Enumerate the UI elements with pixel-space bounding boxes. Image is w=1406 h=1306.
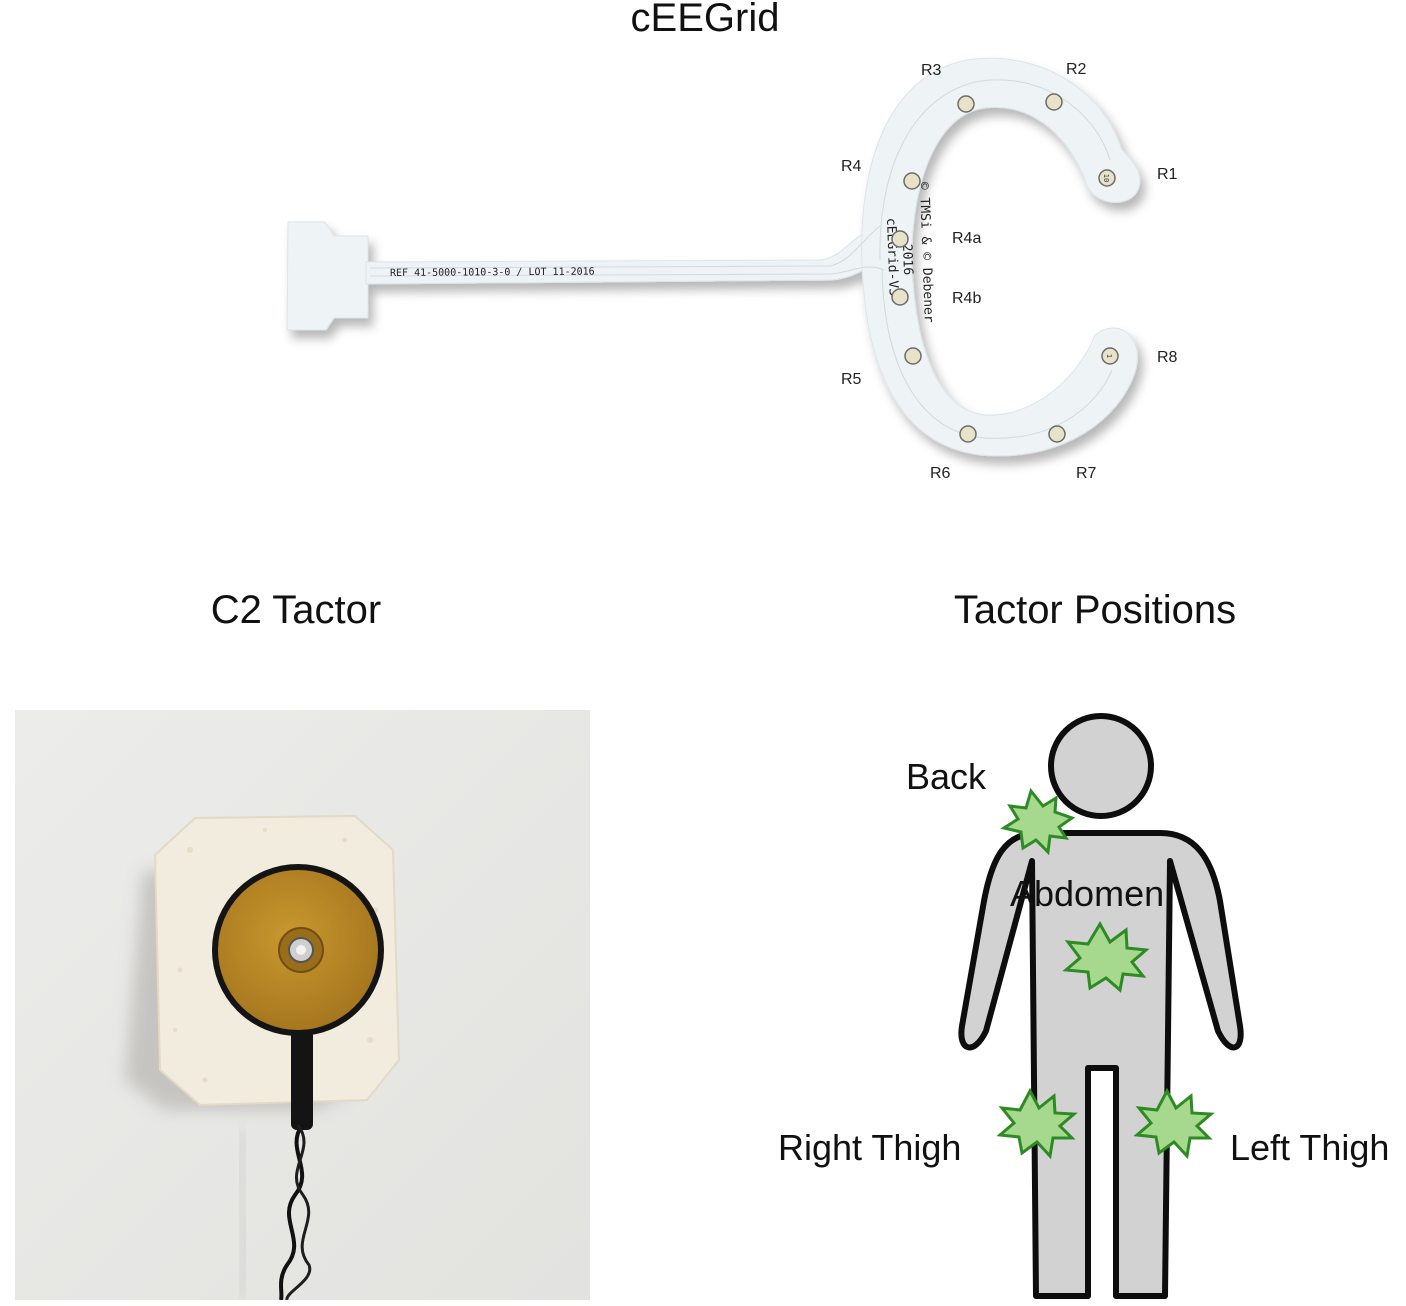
body-figure: [958, 713, 1244, 1299]
electrode-r6: [959, 425, 977, 443]
tactor-cable: [279, 1123, 305, 1300]
label-r7: R7: [1076, 465, 1097, 482]
label-r4: R4: [841, 158, 862, 175]
ceegrid-copyright-1: © TMSi & © Debener: [916, 182, 936, 323]
ceegrid-copyright-2: 2016: [899, 244, 915, 276]
electrode-r5: [904, 347, 922, 365]
left-thigh-tactor-marker: [1133, 1087, 1215, 1160]
positions-title: Tactor Positions: [953, 588, 1237, 632]
label-r5: R5: [841, 371, 862, 388]
tactor-title: C2 Tactor: [210, 588, 382, 632]
electrode-r1: [1098, 169, 1116, 187]
back-label: Back: [906, 756, 987, 797]
electrode-r4a: [891, 230, 909, 248]
electrode-r2: [1045, 93, 1063, 111]
label-r3: R3: [921, 62, 942, 79]
label-r4b: R4b: [952, 290, 982, 307]
label-r4a: R4a: [952, 230, 982, 247]
right-thigh-label: Right Thigh: [778, 1127, 962, 1168]
label-r6: R6: [930, 465, 951, 482]
ceegrid-copyright-3: cEEGrid-V3: [883, 218, 901, 297]
body-outline: [958, 830, 1244, 1299]
label-r8: R8: [1157, 349, 1178, 366]
back-tactor-marker: [1000, 787, 1076, 856]
electrode-r3: [957, 95, 975, 113]
ceegrid-ref-text: REF 41-5000-1010-3-0 / LOT 11-2016: [390, 267, 595, 279]
ceegrid-figure: REF 41-5000-1010-3-0 / LOT 11-2016 © TMS…: [286, 57, 1141, 457]
abdomen-label: Abdomen: [1010, 873, 1165, 914]
tactor-photo: [15, 710, 590, 1300]
body-head: [1048, 713, 1154, 819]
abdomen-tactor-marker: [1062, 921, 1150, 993]
ceegrid-title: cEEGrid: [630, 0, 780, 40]
left-thigh-label: Left Thigh: [1230, 1127, 1390, 1168]
electrode-r4: [903, 172, 921, 190]
label-r1: R1: [1157, 166, 1178, 183]
electrode-r7: [1048, 425, 1066, 443]
ceegrid-board: [286, 57, 1141, 457]
pin-label-bottom: 1: [1105, 354, 1113, 358]
electrode-r4b: [891, 288, 909, 306]
electrode-r8: [1101, 347, 1119, 365]
pin-label-top: 10: [1102, 174, 1110, 182]
right-thigh-tactor-marker: [996, 1087, 1078, 1160]
label-r2: R2: [1066, 61, 1087, 78]
